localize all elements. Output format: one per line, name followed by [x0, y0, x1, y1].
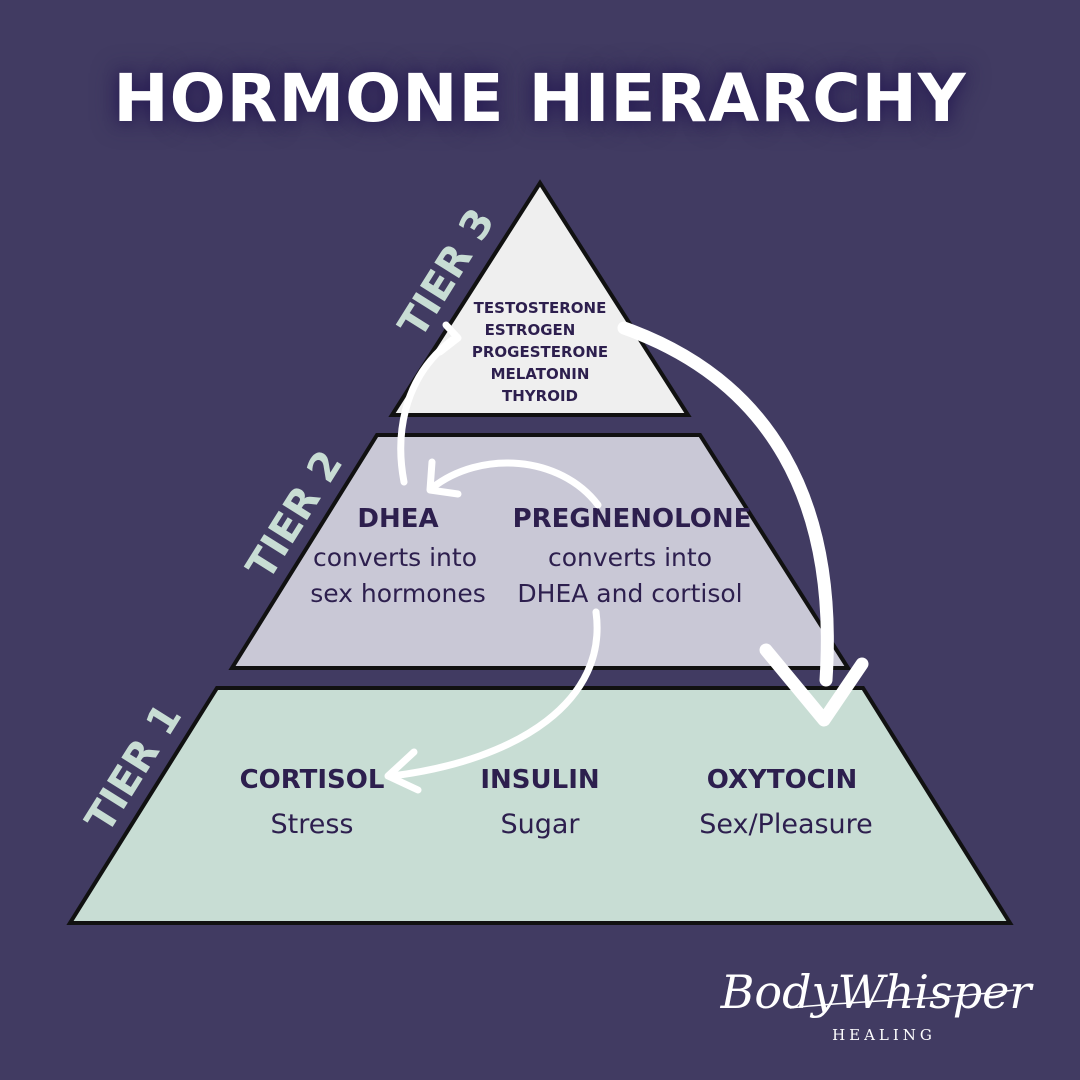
tier-3-hormone-list: TESTOSTERONE ESTROGEN PROGESTERONE MELAT… [472, 299, 608, 405]
cortisol-block: CORTISOL Stress [240, 765, 385, 840]
arrow-dhea-to-tier3 [397, 321, 462, 486]
dhea-name: DHEA [357, 504, 438, 534]
insulin-desc: Sugar [500, 809, 580, 840]
cortisol-desc: Stress [271, 809, 354, 840]
cortisol-name: CORTISOL [240, 765, 385, 795]
tier-2-shape [228, 433, 852, 670]
pregnenolone-desc-line2: DHEA and cortisol [517, 579, 742, 608]
oxytocin-name: OXYTOCIN [707, 765, 857, 795]
pregnenolone-name: PREGNENOLONE [513, 504, 752, 534]
tier-3-hormone: ESTROGEN [485, 321, 576, 339]
page-title: HORMONE HIERARCHY [113, 60, 967, 137]
brand-name: BodyWhisper [720, 965, 1035, 1019]
tier-1-shape [66, 686, 1014, 925]
tier-3-shape [388, 179, 692, 417]
oxytocin-desc: Sex/Pleasure [699, 809, 873, 840]
dhea-desc-line1: converts into [313, 543, 477, 572]
pregnenolone-block: PREGNENOLONE converts into DHEA and cort… [513, 504, 752, 608]
pregnenolone-desc-line1: converts into [548, 543, 712, 572]
brand-subtitle: HEALING [832, 1026, 936, 1044]
tier-3-hormone: TESTOSTERONE [474, 299, 607, 317]
insulin-block: INSULIN Sugar [480, 765, 599, 840]
oxytocin-block: OXYTOCIN Sex/Pleasure [699, 765, 873, 840]
brand-logo: BodyWhisper HEALING [720, 965, 1035, 1044]
dhea-block: DHEA converts into sex hormones [310, 504, 486, 608]
arrow-tier3-to-oxytocin [617, 321, 869, 727]
arrow-pregnenolone-to-cortisol [384, 608, 601, 794]
arrow-pregnenolone-to-dhea [426, 458, 602, 509]
tier-3-hormone: PROGESTERONE [472, 343, 608, 361]
tier-3-hormone: MELATONIN [491, 365, 590, 383]
insulin-name: INSULIN [480, 765, 599, 795]
tier-3-hormone: THYROID [502, 387, 578, 405]
dhea-desc-line2: sex hormones [310, 579, 486, 608]
